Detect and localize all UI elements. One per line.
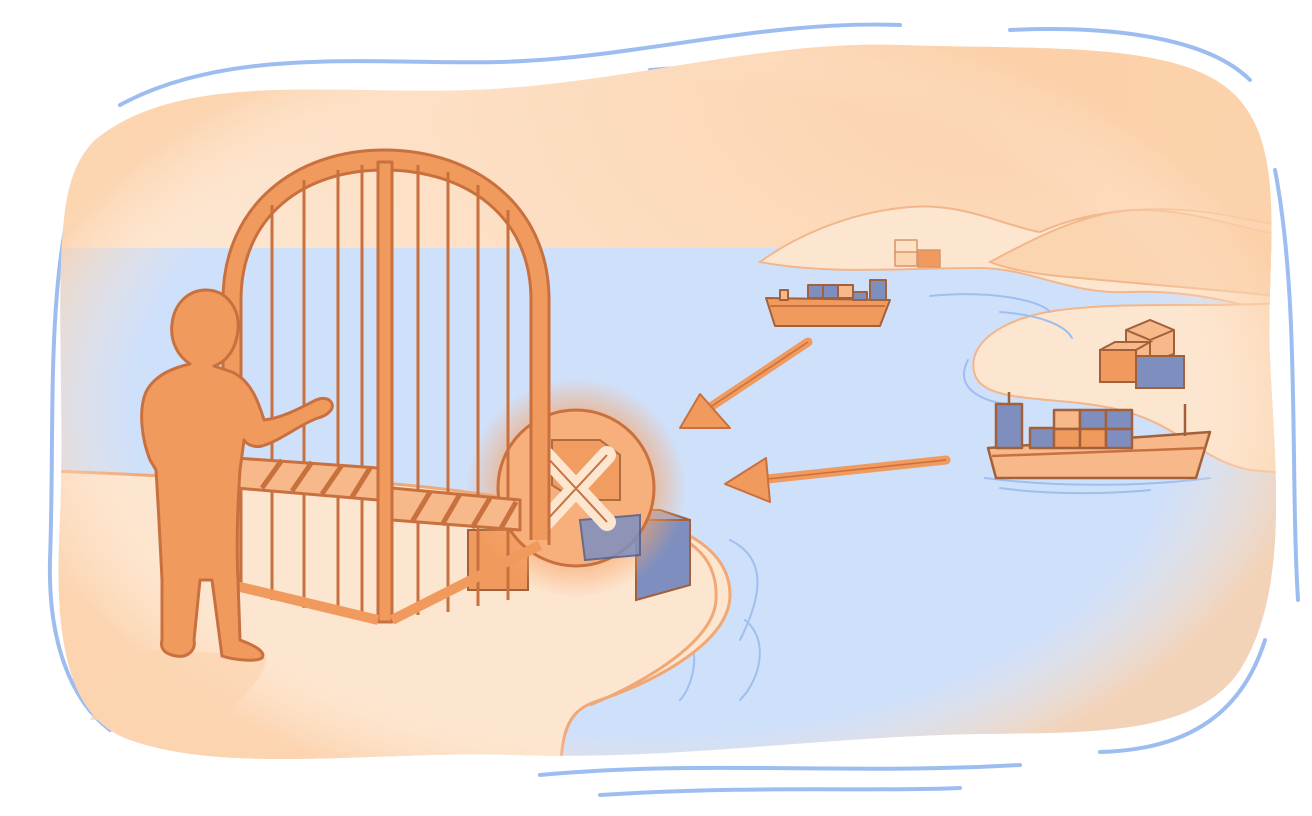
cargo-ship-icon (765, 279, 891, 327)
cargo-ship-icon (986, 392, 1212, 480)
cargo-box-icon (1099, 318, 1185, 389)
cargo-box-icon (894, 239, 941, 268)
arrow-icon (724, 455, 951, 503)
arrow-icon (679, 337, 813, 429)
barred-gate-icon (221, 148, 551, 625)
person-icon (140, 288, 334, 662)
blocked-x-icon (496, 408, 656, 568)
person-shadow (90, 650, 266, 720)
barricade-plank (234, 456, 522, 532)
